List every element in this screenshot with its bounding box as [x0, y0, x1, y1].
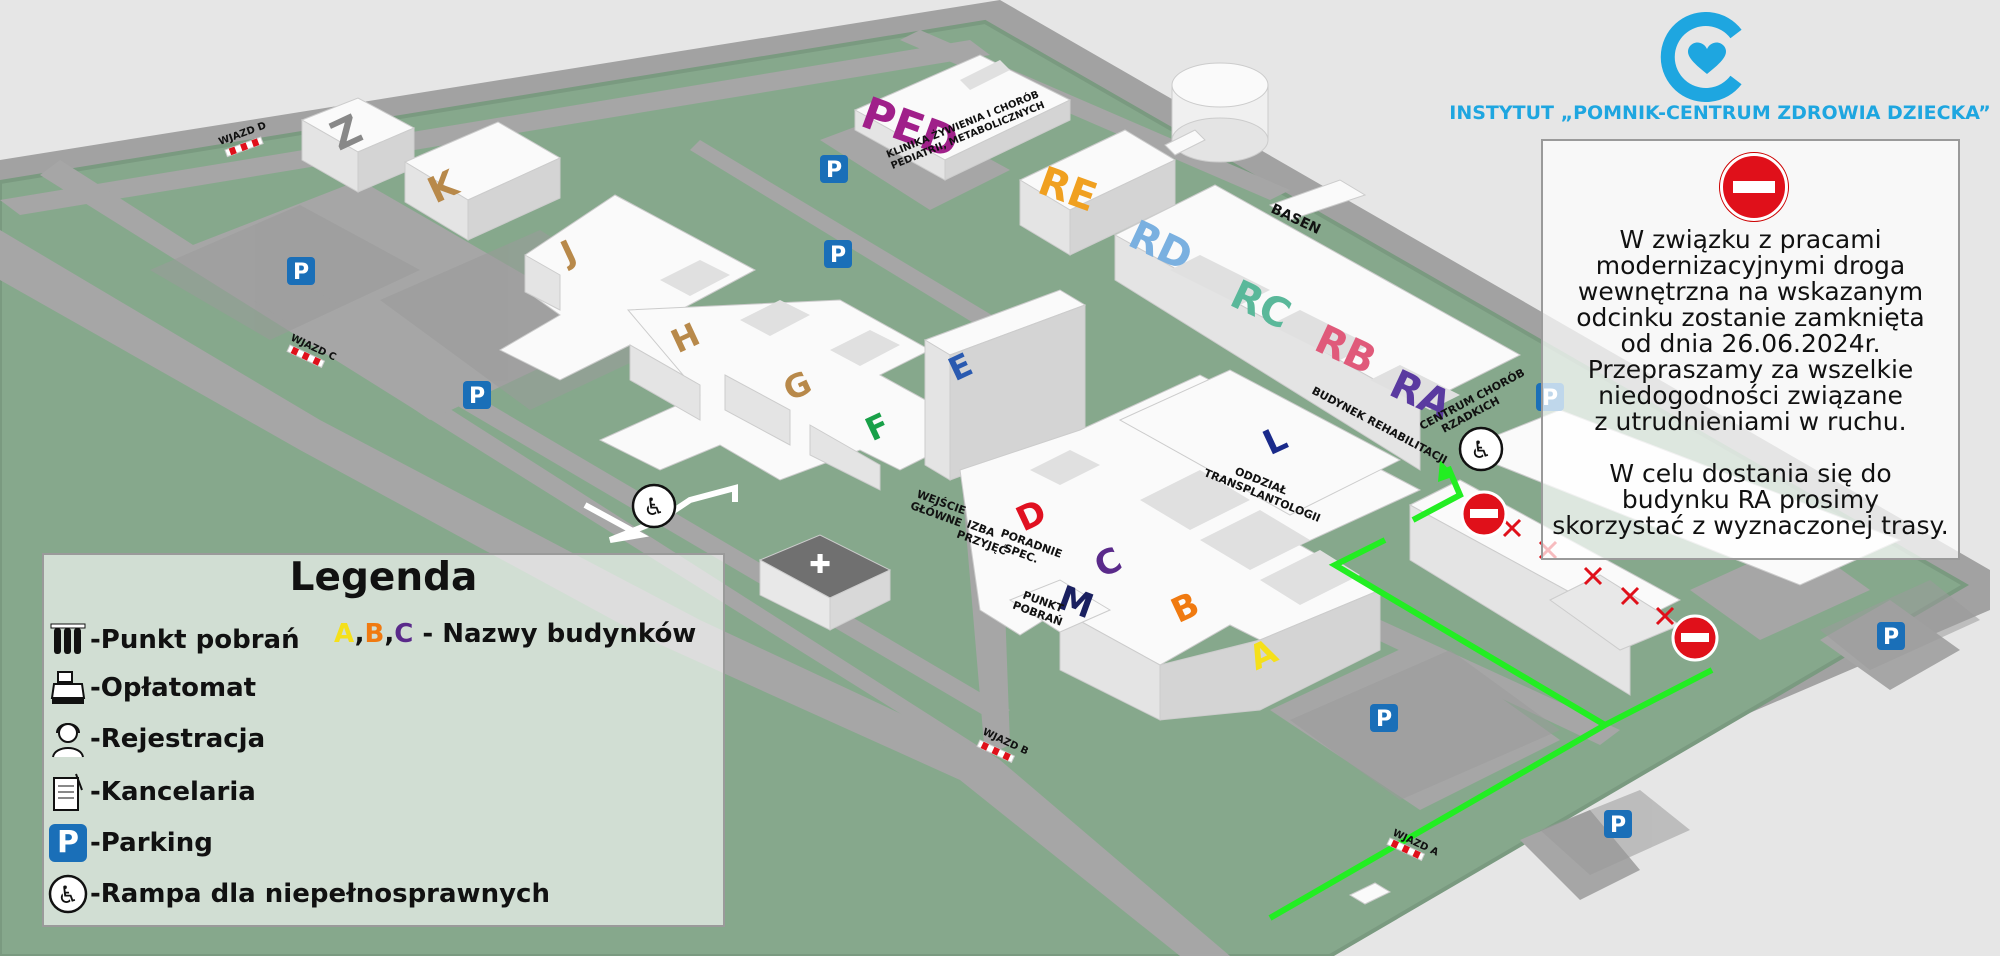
building-ped — [853, 54, 1072, 181]
svg-text:✚: ✚ — [809, 550, 831, 580]
parking-icon: P — [1604, 810, 1632, 838]
svg-text:♿: ♿ — [643, 493, 665, 521]
svg-text:P: P — [469, 384, 485, 409]
no-entry-icon — [1720, 153, 1788, 221]
parking-icon: P — [463, 381, 491, 409]
svg-text:♿: ♿ — [1470, 436, 1492, 464]
legend-names-text: - Nazwy budynków — [413, 619, 697, 649]
building-k — [403, 121, 562, 241]
legend-label: -Opłatomat — [90, 673, 257, 703]
receptionist-icon — [46, 718, 90, 760]
heart-logo-icon — [1660, 12, 1742, 102]
legend-building-names: A,B,C - Nazwy budynków — [334, 619, 697, 649]
parking-icon: P — [1370, 704, 1398, 732]
svg-text:P: P — [1610, 813, 1626, 838]
legend-name-b: B — [364, 619, 385, 649]
parking-areas — [150, 205, 1980, 875]
parking-icon: P — [1877, 622, 1905, 650]
institute-name: INSTYTUT „POMNIK-CENTRUM ZDROWIA DZIECKA… — [1449, 102, 1991, 124]
detour-route[interactable] — [1268, 460, 1714, 921]
legend-label: -Rampa dla niepełnosprawnych — [90, 879, 550, 909]
no-entry-sign-1 — [1460, 490, 1508, 538]
no-entry-sign-2 — [1671, 614, 1719, 662]
building-jhgf — [498, 194, 982, 491]
parking-icon: P — [46, 822, 90, 864]
helipad: ✚ — [758, 534, 892, 631]
building-re — [1018, 129, 1177, 256]
legend-name-c: C — [394, 619, 414, 649]
parking-icon: P — [824, 240, 852, 268]
legend: Legenda -Punkt pobrań A,B,C - Nazwy budy… — [42, 553, 725, 927]
legend-item-rampa: ♿ -Rampa dla niepełnosprawnych — [46, 873, 550, 915]
parking-icon: P — [287, 257, 315, 285]
wheelchair-icon: ♿ — [46, 873, 90, 915]
legend-name-a: A — [334, 619, 355, 649]
legend-title: Legenda — [289, 555, 478, 600]
test-tubes-icon — [46, 619, 90, 661]
legend-item-rejestracja: -Rejestracja — [46, 718, 265, 760]
legend-label: -Rejestracja — [90, 724, 266, 754]
legend-label: -Kancelaria — [90, 777, 256, 807]
svg-text:P: P — [1883, 625, 1899, 650]
building-rehab — [1113, 179, 1522, 471]
legend-item-kancelaria: -Kancelaria — [46, 771, 256, 813]
legend-item-punkt-pobran: -Punkt pobrań — [46, 619, 300, 661]
closure-notice: W związku z pracami modernizacyjnymi dro… — [1541, 139, 1960, 560]
legend-label: -Parking — [90, 828, 213, 858]
legend-item-parking: P -Parking — [46, 822, 213, 864]
document-icon — [46, 771, 90, 813]
svg-text:P: P — [826, 158, 842, 183]
cash-register-icon — [46, 667, 90, 709]
notice-text: W związku z pracami modernizacyjnymi dro… — [1552, 225, 1949, 540]
svg-text:P: P — [830, 243, 846, 268]
svg-text:♿: ♿ — [57, 881, 79, 909]
building-e — [923, 289, 1087, 481]
parking-icon: P — [820, 155, 848, 183]
gate-barriers — [224, 136, 1426, 862]
legend-label: -Punkt pobrań — [90, 625, 300, 655]
svg-text:P: P — [293, 260, 309, 285]
institute-logo: INSTYTUT „POMNIK-CENTRUM ZDROWIA DZIECKA… — [1440, 10, 2000, 130]
wheelchair-icon: ♿ — [631, 483, 677, 529]
building-z — [300, 97, 416, 193]
legend-item-oplatomat: -Opłatomat — [46, 667, 256, 709]
svg-text:P: P — [1376, 707, 1392, 732]
water-tank — [1164, 62, 1269, 163]
wheelchair-icon: ♿ — [1458, 426, 1504, 472]
